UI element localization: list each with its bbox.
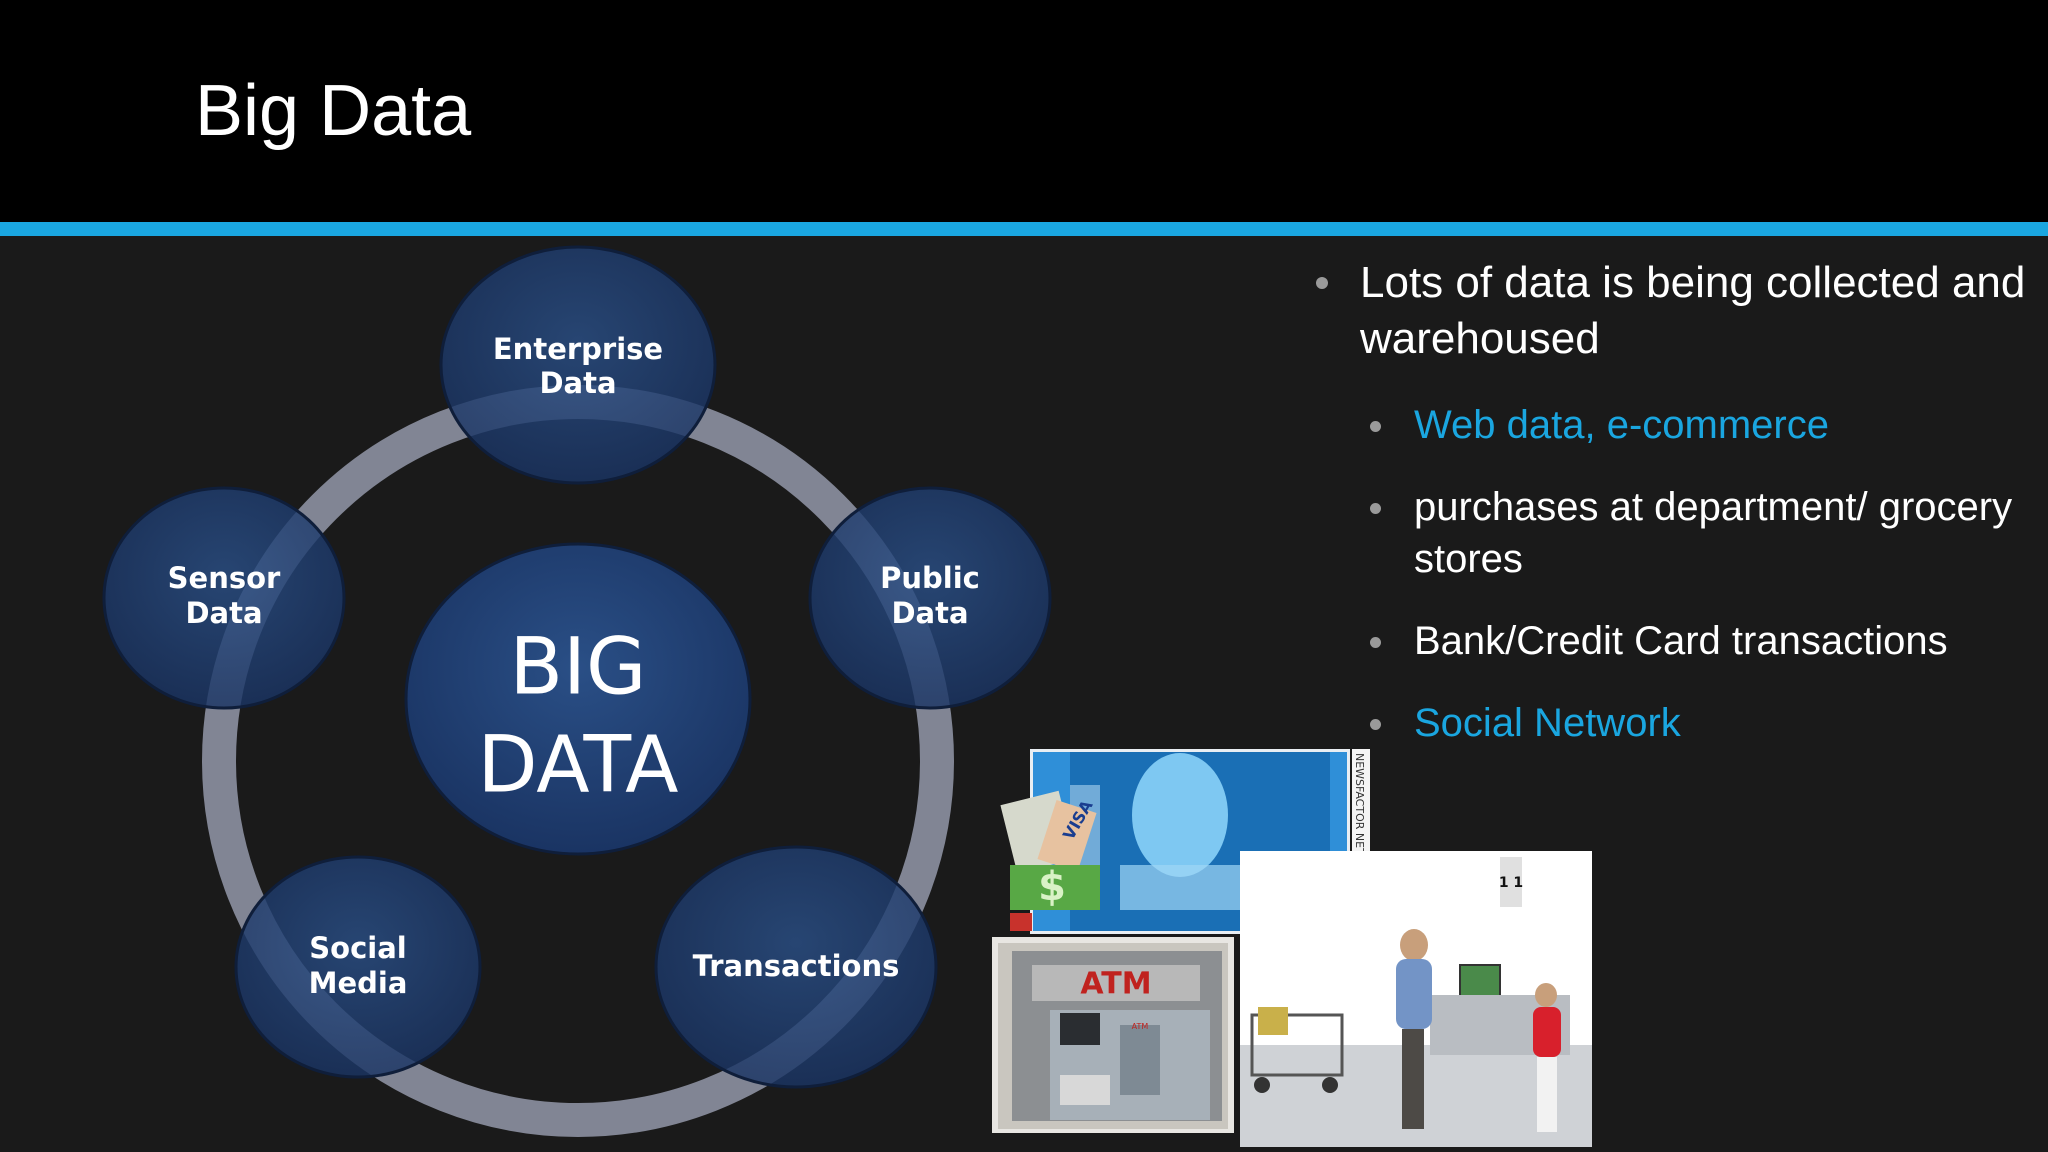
bullet-list: Lots of data is being collected and ware… [1310,255,2030,779]
center-label-line1: BIG [510,622,647,712]
node-label-line2: Data [891,596,968,630]
node-label-line1: Public [880,561,980,595]
node-transactions: Transactions [654,845,938,1089]
node-label-line1: Transactions [693,949,900,983]
center-label-line2: DATA [478,720,679,810]
dollar-icon: $ [1038,864,1066,910]
atm-sign: ATM [1080,967,1151,1002]
register-number: 1 1 [1499,875,1523,891]
sub-bullet-social-network: Social Network [1310,697,2030,749]
node-label-line2: Media [309,966,408,1000]
node-label-line2: Data [185,596,262,630]
slide-header: Big Data [0,0,2048,222]
bullet-main: Lots of data is being collected and ware… [1310,255,2030,367]
digital-face-image: VISA $ NEWSFACTOR NETWORK [1000,749,1370,934]
node-public-data: Public Data [808,486,1052,710]
node-label-line2: Data [539,366,616,400]
node-enterprise-data: Enterprise Data [439,245,717,485]
sub-bullet-bank-credit: Bank/Credit Card transactions [1310,615,2030,667]
accent-rule [0,222,2048,236]
slide-title: Big Data [195,71,472,151]
photo-collage: VISA $ NEWSFACTOR NETWORK ATM ATM 1 1 [992,749,1592,1147]
sub-bullet-web-data: Web data, e-commerce [1310,399,2030,451]
node-sensor-data: Sensor Data [102,486,346,710]
node-social-media: Social Media [234,855,482,1079]
atm-image: ATM ATM [992,937,1234,1133]
node-label-line1: Social [309,931,406,965]
node-label-line1: Enterprise [493,332,663,366]
sub-bullet-purchases: purchases at department/ grocery stores [1310,481,2030,585]
self-checkout-image: 1 1 [1240,851,1592,1147]
big-data-diagram: BIG DATA Enterprise Data Public Data Tra… [102,245,1052,1137]
node-label-line1: Sensor [168,561,281,595]
atm-small-label: ATM [1132,1022,1149,1031]
center-node: BIG DATA [404,542,752,856]
